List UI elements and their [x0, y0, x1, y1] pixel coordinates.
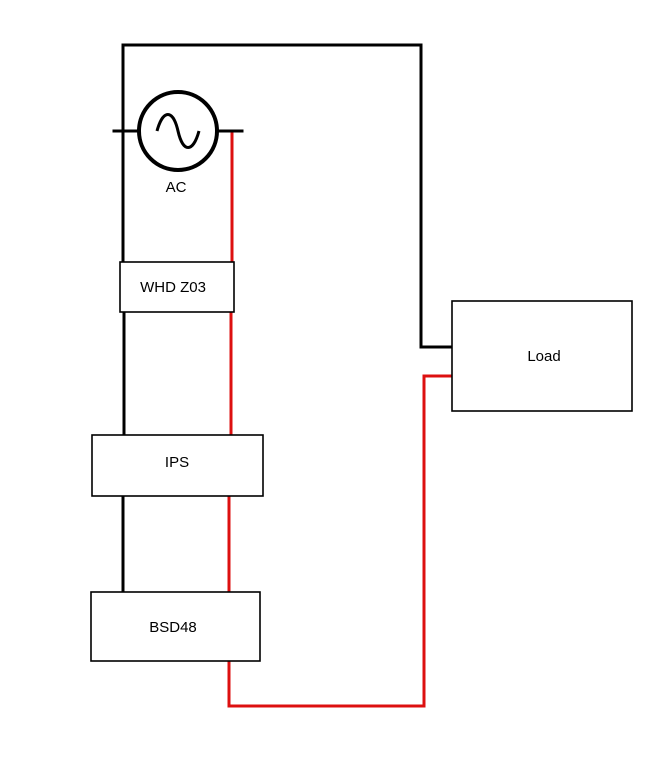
wire-red-bsd-load [227, 374, 454, 708]
ips-box: IPS [91, 434, 264, 497]
red-wires [227, 132, 454, 708]
ac-source-icon [137, 90, 219, 172]
load-label: Load [527, 348, 560, 365]
black-wires [112, 43, 454, 594]
bsd48-label: BSD48 [149, 619, 197, 636]
whd-z03-box: WHD Z03 [119, 261, 235, 313]
ips-label: IPS [165, 454, 189, 471]
ac-label: AC [166, 179, 187, 196]
bsd48-box: BSD48 [90, 591, 261, 662]
wire-black-top-loop [121, 43, 454, 349]
load-box: Load [451, 300, 633, 412]
whd-z03-label: WHD Z03 [140, 279, 206, 296]
